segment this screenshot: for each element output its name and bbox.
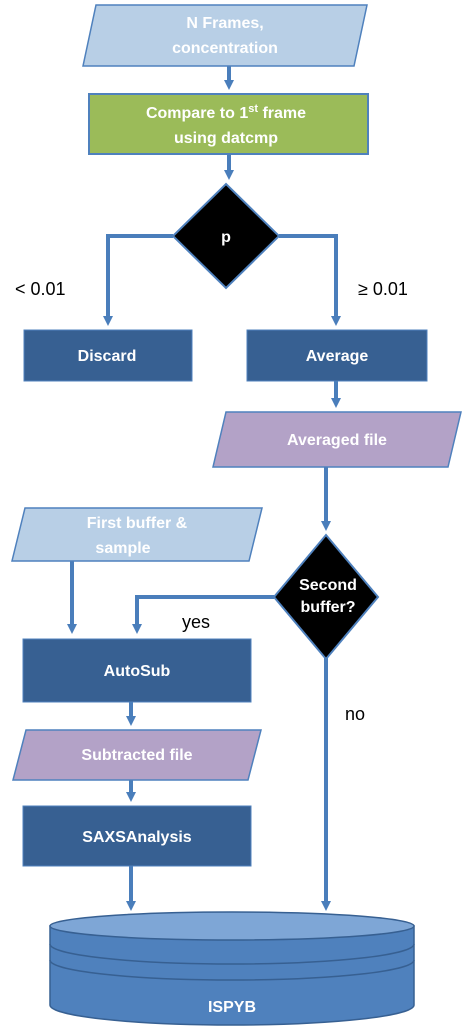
compare-line2: using datcmp xyxy=(174,130,278,147)
node-discard: Discard xyxy=(23,329,193,382)
second-buffer-line2: buffer? xyxy=(300,599,355,616)
node-subtracted-file: Subtracted file xyxy=(12,729,262,781)
decision-p-label: p xyxy=(221,229,231,246)
label-less-than: < 0.01 xyxy=(15,279,66,299)
n-frames-line2: concentration xyxy=(172,40,278,57)
connectors xyxy=(67,66,341,911)
averaged-file-label: Averaged file xyxy=(287,432,387,449)
node-n-frames: N Frames, concentration xyxy=(82,4,368,67)
first-buffer-line1: First buffer & xyxy=(87,515,188,532)
arrow-p-to-discard xyxy=(103,234,173,326)
decision-p: p xyxy=(171,182,281,290)
first-buffer-line2: sample xyxy=(95,540,150,557)
n-frames-line1: N Frames, xyxy=(186,15,263,32)
node-first-buffer: First buffer & sample xyxy=(11,507,263,562)
decision-second-buffer: Second buffer? xyxy=(272,533,380,661)
node-average: Average xyxy=(246,329,428,382)
ispyb-label: ISPYB xyxy=(208,999,256,1016)
discard-label: Discard xyxy=(78,348,137,365)
node-compare: Compare to 1st frame using datcmp xyxy=(88,93,369,155)
label-yes: yes xyxy=(182,612,210,632)
arrow-second-buffer-yes xyxy=(132,595,274,634)
label-no: no xyxy=(345,704,365,724)
compare-line1: Compare to 1st frame xyxy=(146,103,306,122)
second-buffer-line1: Second xyxy=(299,577,357,594)
label-greater-equal: ≥ 0.01 xyxy=(358,279,408,299)
node-ispyb-database: ISPYB xyxy=(49,911,415,1026)
average-label: Average xyxy=(306,348,369,365)
node-saxs-analysis: SAXSAnalysis xyxy=(22,805,252,867)
autosub-label: AutoSub xyxy=(104,663,171,680)
node-averaged-file: Averaged file xyxy=(212,411,462,468)
saxs-analysis-label: SAXSAnalysis xyxy=(82,829,191,846)
subtracted-file-label: Subtracted file xyxy=(81,747,192,764)
node-autosub: AutoSub xyxy=(22,638,252,703)
arrow-p-to-average xyxy=(279,234,341,326)
